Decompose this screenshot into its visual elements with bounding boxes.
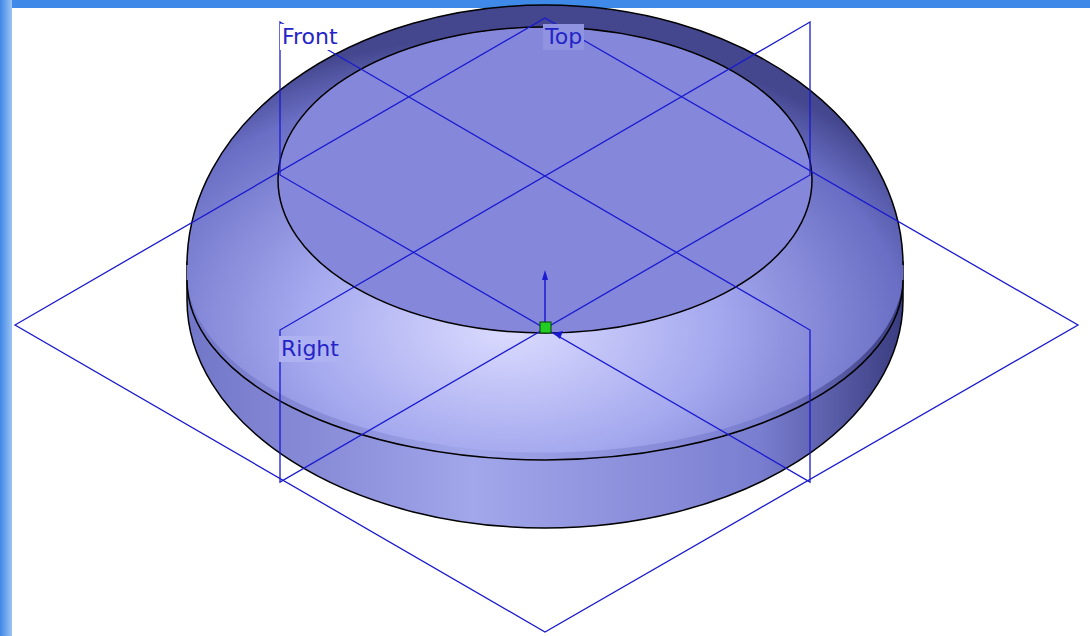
plane-label: Right xyxy=(279,336,341,362)
plane-label: Front xyxy=(280,24,340,50)
body-dome xyxy=(187,5,903,453)
origin-point xyxy=(540,322,551,333)
frame-left xyxy=(0,0,12,636)
origin-arrow xyxy=(553,331,563,339)
top-plane xyxy=(15,18,1078,632)
top-face xyxy=(278,27,812,333)
right-plane xyxy=(280,22,810,482)
front-plane xyxy=(280,22,810,482)
origin-axis xyxy=(544,274,546,322)
plane-label: Top xyxy=(543,24,584,50)
origin-arrow xyxy=(542,270,548,280)
